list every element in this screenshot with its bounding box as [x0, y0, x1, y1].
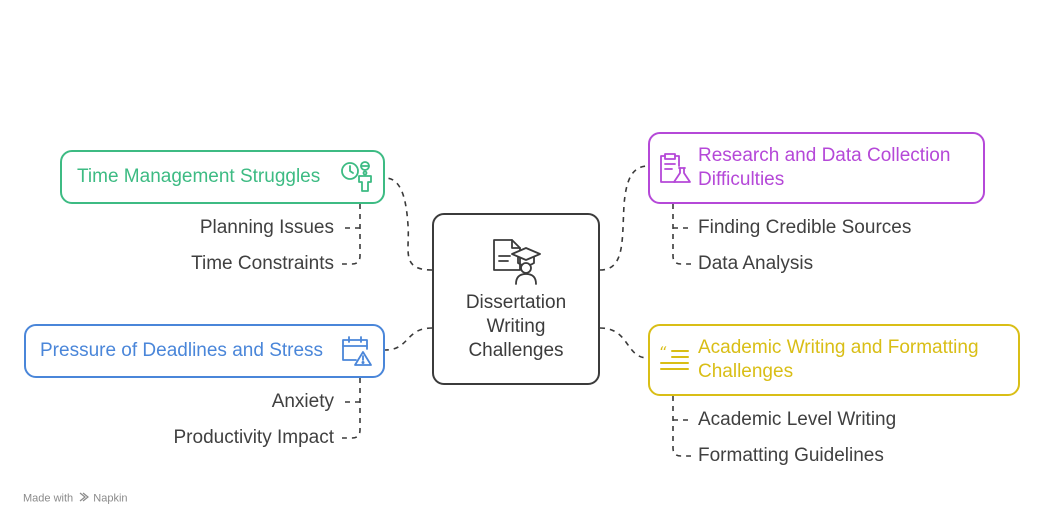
- center-line-3: Challenges: [468, 340, 564, 361]
- time-management-node: [60, 150, 385, 204]
- clipboard-flask-icon: [660, 153, 691, 183]
- research-item-analysis: Data Analysis: [698, 253, 814, 274]
- svg-text:“: “: [659, 343, 667, 362]
- connector-pressure-items: [342, 378, 361, 439]
- academic-title: Academic Writing and Formatting Challeng…: [698, 336, 979, 384]
- pressure-item-anxiety: Anxiety: [271, 391, 334, 412]
- academic-title-line-2: Challenges: [698, 361, 794, 382]
- watermark-brand: Napkin: [93, 492, 128, 505]
- center-line-2: Writing: [486, 316, 546, 337]
- research-item-sources: Finding Credible Sources: [698, 217, 912, 238]
- quote-lines-icon: “: [659, 343, 689, 370]
- research-title-line-1: Research and Data Collection: [698, 145, 951, 166]
- document-graduate-icon: [493, 239, 541, 285]
- connector-research-items: [672, 204, 691, 265]
- watermark-prefix: Made with: [23, 492, 74, 505]
- pressure-item-productivity: Productivity Impact: [173, 427, 335, 448]
- connector-academic-items: [672, 396, 691, 457]
- research-title-line-2: Difficulties: [698, 169, 785, 190]
- connector-time: [384, 177, 433, 271]
- calendar-warning-icon: [342, 336, 372, 366]
- pressure-node: [24, 324, 385, 378]
- time-item-planning: Planning Issues: [199, 217, 334, 238]
- time-item-constraints: Time Constraints: [191, 253, 334, 274]
- academic-item-level: Academic Level Writing: [698, 409, 897, 430]
- connector-research: [599, 165, 649, 271]
- academic-node: [648, 324, 1020, 396]
- academic-item-formatting: Formatting Guidelines: [698, 445, 884, 466]
- academic-title-line-1: Academic Writing and Formatting: [698, 337, 979, 358]
- clock-person-icon: [341, 161, 372, 192]
- center-line-1: Dissertation: [465, 292, 567, 313]
- connector-pressure: [384, 327, 433, 351]
- pressure-title: Pressure of Deadlines and Stress: [40, 340, 324, 361]
- connector-time-items: [342, 204, 361, 265]
- research-title: Research and Data Collection Difficultie…: [698, 144, 950, 192]
- napkin-logo-icon: [79, 492, 90, 505]
- research-node: [648, 132, 985, 204]
- time-management-title: Time Management Struggles: [77, 166, 321, 187]
- center-node: [432, 213, 600, 385]
- watermark: Made with Napkin: [23, 492, 128, 505]
- connector-academic: [599, 327, 649, 359]
- center-title: Dissertation Writing Challenges: [432, 291, 600, 363]
